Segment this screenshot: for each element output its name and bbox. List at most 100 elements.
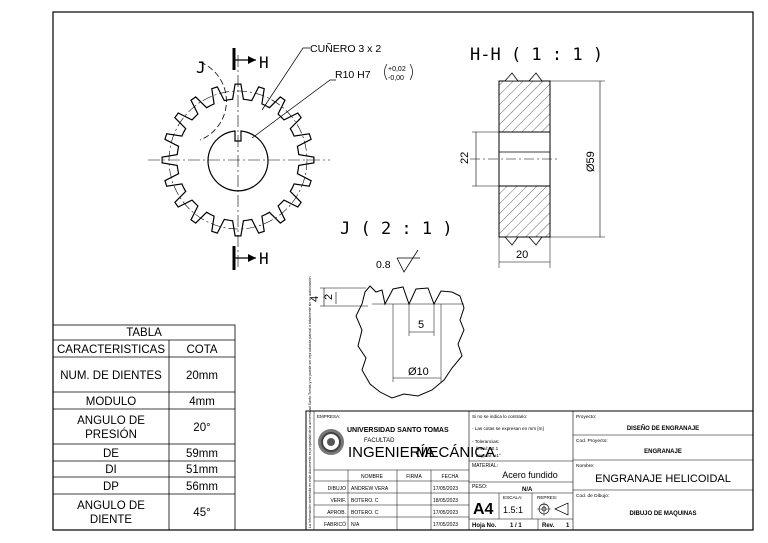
dim-depth-text: 4 [309,296,321,302]
roughness-symbol [396,249,419,273]
hoja-label: Hoja No. [472,523,497,529]
section-letter-h-top: H [259,53,269,72]
detail-circle-arc [199,61,227,141]
role: VERIF. [330,498,346,504]
nombre-label: Nombre: [576,463,594,469]
cod-proyecto-label: Cod. Proyecto: [576,438,608,444]
university-name: UNIVERSIDAD SANTO TOMAS [347,427,449,434]
ingenieria-text: INGENIERÍA [348,444,435,461]
roughness-text: 0.8 [376,259,391,271]
proyecto-value: DISEÑO DE ENGRANAJE [627,425,699,432]
table-cell: 59mm [186,448,218,460]
table-title: TABLA [126,327,162,339]
front-view: J H H CUÑERO 3 x 2 R10 H7 +0,02 -0,00 [148,42,413,270]
table-cell-line2: DIENTE [90,514,133,526]
table-cell: DE [103,448,119,460]
mecanica-text: MECÁNICA [416,444,495,461]
person-date: 17/05/2023 [433,486,458,492]
dim-dia-text: Ø59 [585,151,597,172]
notes-line: angular: ±1° [476,453,501,458]
nombre-value: ENGRANAJE HELICOIDAL [595,473,731,485]
table-cell: 51mm [186,464,218,476]
escala-label: ESCALA: [503,495,522,500]
side-note: La información contenida en este documen… [308,277,312,528]
col-nombre: NOMBRE [361,474,384,480]
tol-paren-right [409,63,413,81]
dim-pitch-text: 5 [418,319,424,331]
table-cell: 20mm [186,370,218,382]
repres-label: REPRES: [537,495,557,500]
table-frame [52,324,236,531]
cod-dibujo-value: DIBUJO DE MAQUINAS [629,511,696,517]
notes-line: - Tolerancias: [472,439,499,444]
bore-tol-upper: +0,02 [388,66,406,73]
person-date: 17/05/2023 [433,522,458,528]
table-cell: DP [103,481,119,493]
person-name: BOTERO. C [351,498,379,504]
proyecto-label: Proyecto: [576,414,596,420]
tooth-notch-bottom-2 [528,236,543,246]
table-cell-line1: ANGULO DE [77,415,145,427]
sheet-size: A4 [473,501,494,518]
cod-proyecto-value: ENGRANAJE [644,449,682,455]
characteristics-table: TABLA CARACTERISTICAS COTA NUM. DE DIENT… [52,324,236,531]
peso-label: PESO: [472,484,487,490]
bore-leader [251,79,336,139]
person-name: N/A [351,522,360,528]
role: FABRICÓ [324,521,346,528]
rev-value: 1 [566,523,570,529]
table-cell: 20° [193,422,210,434]
tol-paren-left [384,63,388,81]
table-cell: NUM. DE DIENTES [60,370,162,382]
col-firma: FIRMA [406,474,422,480]
title-block: La información contenida en este documen… [305,277,754,531]
person-date: 17/05/2023 [433,510,458,516]
section-hatch-bottom [498,185,551,238]
person-date: 18/05/2023 [433,498,458,504]
cod-dibujo-label: Cod. de Dibujo: [576,493,609,499]
material-value: Acero fundido [502,470,558,480]
table-cell: MODULO [86,396,137,408]
person-name: BOTERO. C [351,510,379,516]
table-cell: 4mm [189,396,215,408]
section-letter-h-bottom: H [259,249,269,268]
bore-tol-lower: -0,00 [388,75,404,82]
role: DIBUJO [328,486,346,492]
role: APROB. [327,510,346,516]
tooth-notch-top-1 [504,72,519,82]
section-arrowhead-top [248,56,256,64]
detail-letter-j: J [196,58,206,77]
notes-line: - Las cotas se expresan en mm [m] [472,426,544,431]
dim-width-text: 20 [516,249,528,261]
detail-outline [355,285,465,399]
keyway-label: CUÑERO 3 x 2 [310,42,381,55]
rev-label: Rev. [542,523,555,529]
facultad-text: FACULTAD [364,438,395,444]
notes-line: lineal: ±0.1 [476,446,499,451]
escala-value: 1.5:1 [503,505,523,515]
person-name: ANDREW VERA [351,486,389,492]
university-logo-icon [318,429,344,455]
peso-value: N/A [522,487,533,493]
dim-small-text: 2 [323,294,335,300]
section-title: H-H ( 1 : 1 ) [470,45,603,65]
table-cell: DI [105,464,117,476]
tooth-notch-bottom-1 [504,236,519,246]
keyway-leader [261,47,310,111]
dim-bore-text: 22 [459,152,471,164]
projection-symbol-icon [537,502,569,516]
hoja-value: 1 / 1 [510,523,522,529]
table-cell: 45° [193,507,210,519]
detail-title: J ( 2 : 1 ) [340,219,453,239]
empresa-label: EMPRESA: [317,414,340,419]
notes-title: Si no se indica lo contrario: [472,414,527,419]
tooth-notch-top-2 [528,72,543,82]
dim-bore-text-detail: Ø10 [408,366,429,378]
detail-view: J ( 2 : 1 ) 0.8 4 2 5 Ø10 [309,219,465,399]
table-cell-line1: ANGULO DE [77,500,145,512]
table-cell: 56mm [186,481,218,493]
section-view: H-H ( 1 : 1 ) 22 Ø59 20 [459,45,605,268]
bore-label: R10 H7 [335,69,371,81]
material-label: MATERIAL: [472,463,498,469]
